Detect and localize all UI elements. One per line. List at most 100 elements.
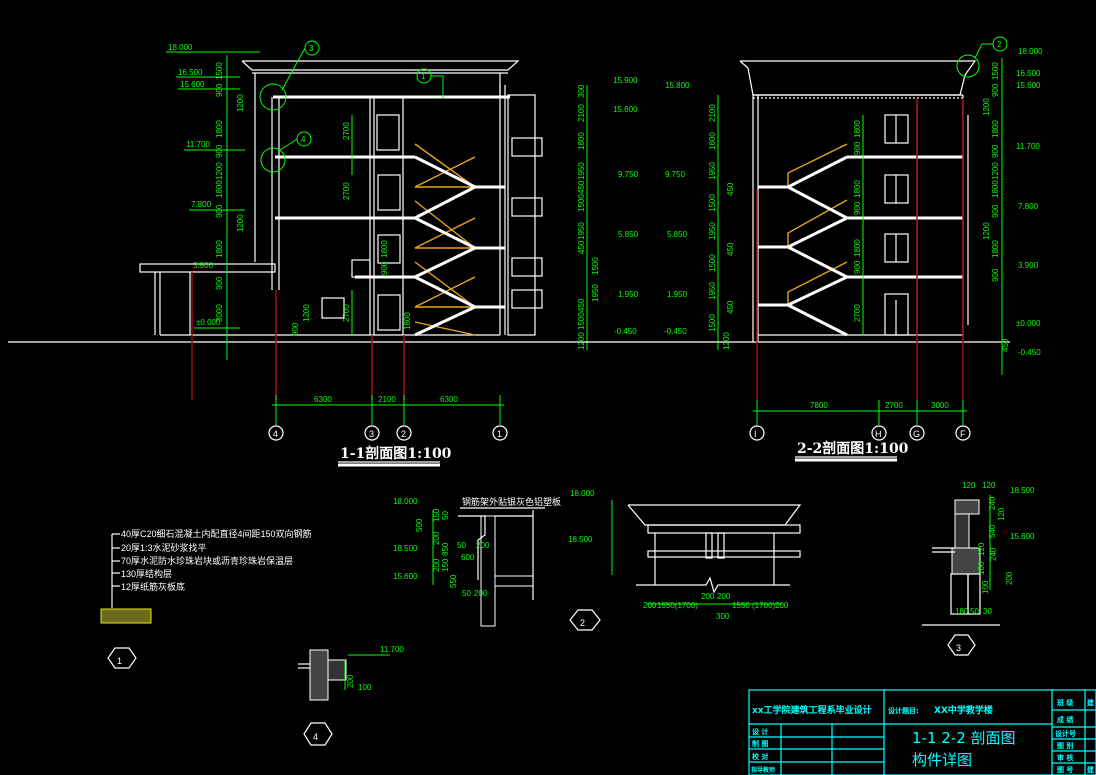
drawing-line — [511, 137, 543, 157]
drawing-line — [376, 114, 400, 151]
dimension-label: 200 — [476, 541, 490, 550]
dimension-label: 3 — [369, 429, 374, 439]
dimension-label: 2700 — [342, 122, 351, 140]
dimension-label: 1500 — [215, 62, 224, 80]
dimension-label: 1950 — [708, 282, 717, 300]
dimension-label: 1500 — [991, 62, 1000, 80]
drawing-line — [956, 54, 980, 78]
callout-number: 2 — [997, 40, 1002, 49]
dimension-label: 1200 — [236, 214, 245, 232]
dimension-label: 1800 — [853, 239, 862, 257]
dimension-label: 20厚1:3水泥砂浆找平 — [121, 542, 207, 553]
dimension-label: 1800 — [403, 312, 412, 330]
drawing-line — [974, 43, 993, 59]
dimension-label: 1800 — [215, 120, 224, 138]
dimension-label: G — [913, 429, 920, 439]
dimension-label: 15.600 — [180, 80, 205, 89]
dimension-label: 900 — [853, 141, 862, 155]
drawing-line — [414, 305, 476, 337]
drawing-line — [947, 634, 976, 656]
dimension-label: 1.950 — [667, 290, 688, 299]
dimension-label: 2700 — [853, 304, 862, 322]
dimension-label: 15.600 — [613, 105, 638, 114]
dimension-label: 50 — [970, 607, 979, 616]
dimension-label: 540 — [988, 524, 997, 538]
elevation-labels: 18.000 16.500 15.600 11.700 7.800 3.900 … — [166, 43, 260, 329]
dimension-label: 450 — [1001, 338, 1010, 352]
drawing-line — [259, 83, 287, 111]
dimension-label: 1200 — [982, 222, 991, 240]
elevation-labels: 18.000 16.500 15.600 11.700 7.800 3.900 … — [1016, 47, 1043, 357]
dimension-label: 15.800 — [665, 81, 690, 90]
detail-2-cornice: 钢筋架外贴银灰色铝塑板 18.000 18.500 15.600 500 150… — [393, 489, 802, 631]
drawing-line — [705, 532, 713, 559]
dimension-label: 200 — [346, 674, 355, 688]
drawing-line — [492, 425, 508, 441]
staircase — [784, 143, 851, 337]
dimension-label: I — [754, 429, 757, 439]
dimension-label: 100 — [358, 683, 372, 692]
dimension-label: 1800 — [708, 132, 717, 150]
dimension-label: 120 — [962, 481, 976, 490]
axis-dimension: 2100 — [378, 395, 396, 404]
dimension-label: 1500 — [708, 194, 717, 212]
dimension-label: 11.700 — [1016, 142, 1040, 151]
dimension-label: 450 — [577, 180, 586, 194]
dimension-label: 1500 — [591, 257, 600, 275]
dimension-label: 1800 — [991, 240, 1000, 258]
axis-dimension: 6300 — [440, 395, 458, 404]
dimension-label: H — [875, 429, 882, 439]
callout-number: 4 — [301, 135, 306, 144]
dimension-label: 500 — [415, 518, 424, 532]
dimension-label: 11.700 — [380, 645, 404, 654]
drawing-line — [414, 200, 478, 249]
dimension-label: 200 — [1005, 571, 1014, 585]
dimension-label: 1500 — [577, 312, 586, 330]
dimension-label: 18.000 — [168, 43, 193, 52]
dimension-label: 2 — [401, 429, 406, 439]
dimension-label: 11.700 — [186, 140, 210, 149]
dimension-label: 1800 — [215, 240, 224, 258]
dimension-label: 16.500 — [178, 68, 203, 77]
drawing-line — [647, 524, 801, 534]
drawing-line — [377, 174, 401, 211]
dimension-label: 900 — [991, 268, 1000, 282]
dimension-label: 900 — [215, 276, 224, 290]
drawing-line — [507, 94, 536, 336]
dimension-label: 550 — [449, 574, 458, 588]
dimension-label: 130厚结构层 — [121, 568, 172, 579]
dimension-label: 1200 — [215, 162, 224, 180]
drawing-line — [511, 289, 543, 309]
dimension-label: 850 — [441, 542, 450, 556]
dimension-label: ±0.000 — [196, 318, 221, 327]
drawing-line — [739, 60, 977, 96]
dimension-label: 900 — [215, 144, 224, 158]
dimension-label: 2700 — [342, 182, 351, 200]
detail-number: 4 — [313, 732, 318, 742]
dimension-label: 450 — [726, 242, 735, 256]
entrance-canopy — [139, 263, 276, 273]
dimension-label: 1550(1700) — [657, 601, 698, 610]
axis-dimension: 2700 — [885, 401, 903, 410]
dimension-label: 1200 — [982, 98, 991, 116]
dimension-label: 18.000 — [1018, 47, 1043, 56]
dimension-label: 200 — [701, 592, 715, 601]
drawing-line — [480, 515, 496, 627]
project-name: XX中学教学楼 — [934, 704, 993, 716]
dimension-label: 450 — [726, 182, 735, 196]
dimension-label: 1800 — [380, 240, 389, 258]
dimension-label: 9.750 — [618, 170, 639, 179]
drawing-line — [279, 138, 298, 151]
dimension-label: 900 — [380, 261, 389, 275]
dimension-label: 12厚纸筋灰板底 — [121, 581, 185, 592]
drawing-line — [303, 722, 333, 746]
drawing-line — [377, 294, 401, 331]
drawing-line — [954, 499, 980, 515]
dimension-label: 900 — [215, 83, 224, 97]
dimension-label: 450 — [577, 240, 586, 254]
inner-dimensions: 2700 2700 1800 900 2700 1200 900 1800 — [291, 115, 412, 336]
dimension-label: 1950 — [708, 162, 717, 180]
detail-number: 2 — [580, 618, 585, 628]
dimension-label: 900 — [215, 204, 224, 218]
dimension-label: 设 计 — [752, 727, 768, 736]
